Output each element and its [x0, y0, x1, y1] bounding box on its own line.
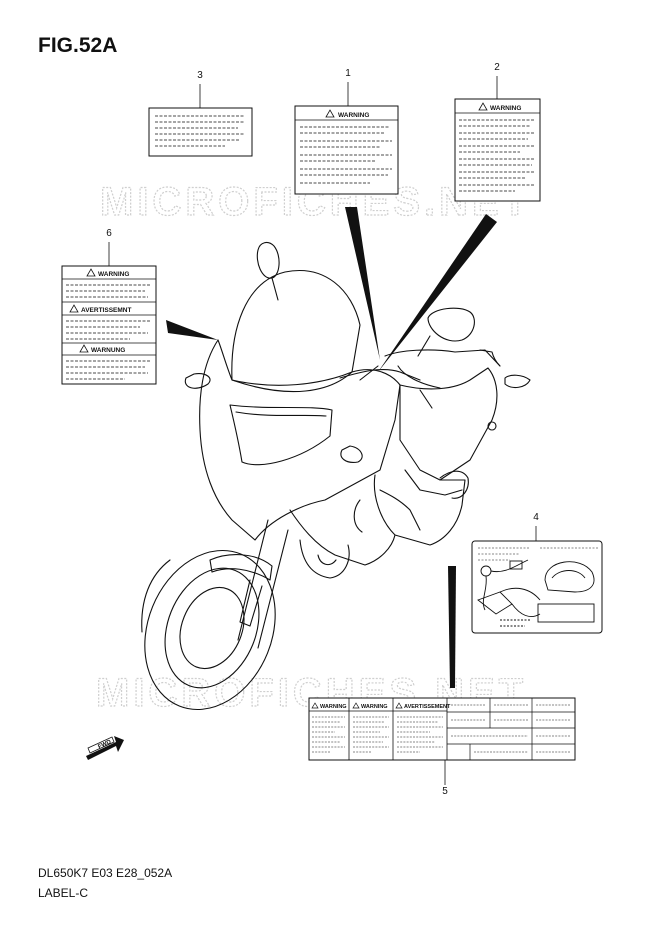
- label-4: [471, 540, 603, 634]
- label-5-heading-1: WARNING: [320, 704, 347, 710]
- model-code: DL650K7 E03 E28_052A: [38, 866, 173, 880]
- pointer-wedges: [166, 207, 497, 688]
- label-6-heading-1: WARNING: [98, 271, 129, 278]
- label-2: WARNING: [454, 98, 541, 202]
- label-1-heading: WARNING: [338, 112, 369, 119]
- section-name: LABEL-C: [38, 886, 89, 900]
- label-2-heading: WARNING: [490, 105, 521, 112]
- label-5-heading-2: WARNING: [361, 704, 388, 710]
- fwd-direction-text: FWD: [97, 739, 113, 750]
- callout-3: 3: [197, 70, 203, 81]
- callout-5: 5: [442, 786, 448, 797]
- label-5: WARNING WARNING AVERTISSEMENT: [308, 697, 576, 761]
- label-6-heading-3: WARNUNG: [91, 347, 125, 354]
- figure-title: FIG.52A: [38, 34, 118, 57]
- callout-2: 2: [494, 62, 500, 73]
- callout-6: 6: [106, 228, 112, 239]
- label-5-heading-3: AVERTISSEMENT: [404, 704, 451, 710]
- callout-1: 1: [345, 68, 351, 79]
- label-1: WARNING: [294, 105, 399, 195]
- label-3: [148, 107, 253, 157]
- leader-lines: [108, 76, 537, 785]
- label-6-heading-2: AVERTISSEMNT: [81, 307, 131, 314]
- motorcycle-drawing: [141, 241, 531, 711]
- label-6: WARNING AVERTISSEMNT WARNUNG: [61, 265, 157, 385]
- callout-4: 4: [533, 512, 539, 523]
- fwd-direction-arrow: FWD: [86, 736, 124, 760]
